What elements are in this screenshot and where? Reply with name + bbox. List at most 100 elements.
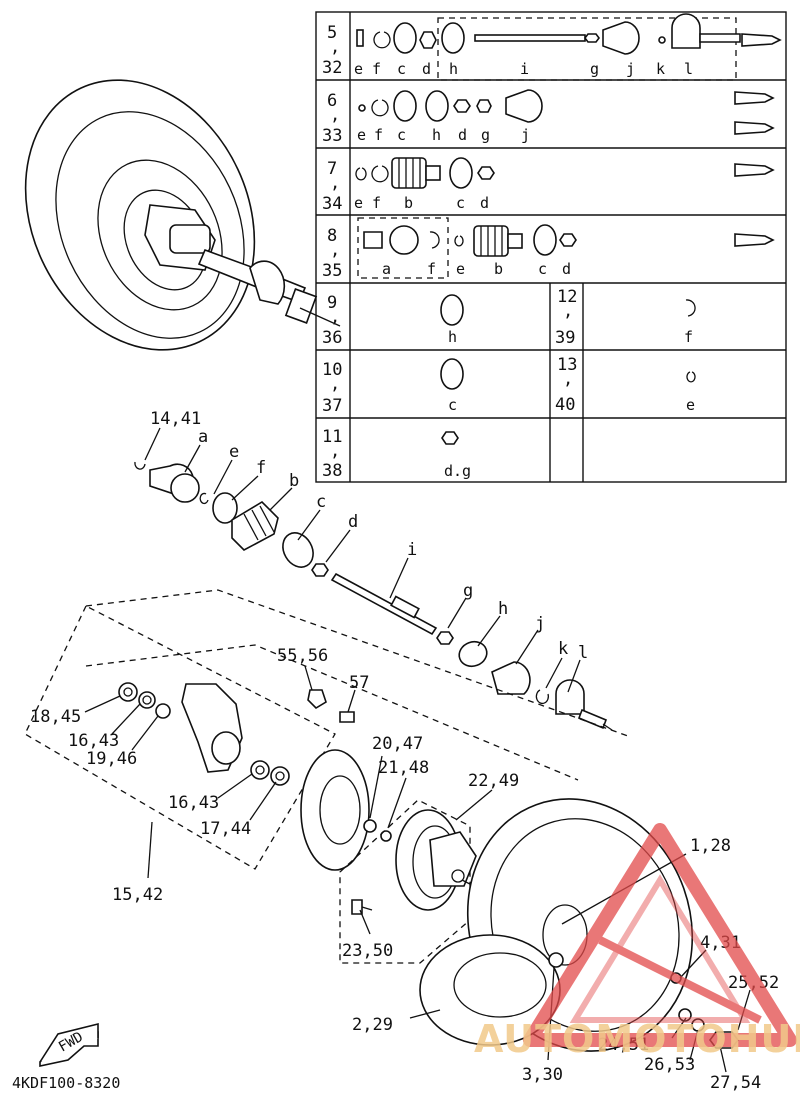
kit-reference-table: 5 , 32 e f c d h i g j k l 6 , 33 [315, 11, 787, 483]
callout-label: 27,54 [710, 1073, 761, 1093]
kit-number: , [330, 37, 340, 57]
part-letter: k [656, 60, 665, 78]
callout-label: 1,28 [690, 836, 731, 856]
part-letter: c [448, 396, 457, 414]
callout-label: d [348, 512, 358, 532]
part-letter: b [494, 260, 503, 278]
kit-number: 37 [322, 396, 342, 416]
part-letter: d [422, 60, 431, 78]
callout-label: h [498, 599, 508, 619]
kit-number: 12 [557, 287, 577, 307]
kit-number: , [330, 105, 340, 125]
part-letter: d [458, 126, 467, 144]
callout-label: g [463, 581, 473, 601]
part-letter: c [538, 260, 547, 278]
part-letter: b [404, 194, 413, 212]
callout-label: c [316, 492, 326, 512]
part-letter: f [427, 260, 436, 278]
kit-number: 40 [555, 395, 575, 415]
part-letter: e [456, 260, 465, 278]
kit-number: 39 [555, 328, 575, 348]
kit-number: 8 [327, 226, 337, 246]
callout-label: 15,42 [112, 885, 163, 905]
kit-number: 9 [327, 293, 337, 313]
cv-joint-parts-illustration [134, 461, 613, 731]
callout-label: 3,30 [522, 1065, 563, 1085]
callout-label: 57 [349, 673, 369, 693]
callout-label: 17,44 [200, 819, 251, 839]
kit-number: , [330, 441, 340, 461]
callout-label: b [289, 471, 299, 491]
callout-label: 16,43 [168, 793, 219, 813]
kit-number: 7 [327, 159, 337, 179]
callout-labels: 14,41 a e f b c d i g h j k l 55,56 57 1… [30, 409, 779, 1093]
kit-number: 10 [322, 360, 342, 380]
part-letter: g [590, 60, 599, 78]
part-letter: d.g [444, 462, 471, 480]
kit-number: , [330, 307, 340, 327]
part-letter: e [354, 60, 363, 78]
fwd-arrow: FWD [39, 1022, 99, 1067]
part-letter: h [449, 60, 458, 78]
part-letter: i [520, 60, 529, 78]
part-letter: h [432, 126, 441, 144]
callout-label: 20,47 [372, 734, 423, 754]
callout-label: 18,45 [30, 707, 81, 727]
callout-label: 16,43 [68, 731, 119, 751]
wheel-assembly-illustration [24, 79, 341, 351]
kit-number: 6 [327, 91, 337, 111]
kit-number: , [330, 240, 340, 260]
knuckle-assembly-illustration [24, 589, 629, 870]
part-letter: d [480, 194, 489, 212]
callout-label: k [558, 639, 568, 659]
kit-number: , [330, 173, 340, 193]
part-letter: e [686, 396, 695, 414]
part-letter: c [397, 126, 406, 144]
watermark-logo [523, 823, 797, 1047]
callout-label: 14,41 [150, 409, 201, 429]
part-letter: f [374, 126, 383, 144]
callout-label: i [407, 540, 417, 560]
part-letter: e [357, 126, 366, 144]
part-letter: d [562, 260, 571, 278]
part-letter: g [481, 126, 490, 144]
part-letter: c [397, 60, 406, 78]
callout-label: 21,48 [378, 758, 429, 778]
part-letter: j [626, 60, 635, 78]
kit-number: , [563, 369, 573, 389]
part-letter: f [372, 194, 381, 212]
part-letter: h [448, 328, 457, 346]
callout-label: 26,53 [644, 1055, 695, 1075]
callout-label: j [535, 614, 545, 634]
callout-label: 22,49 [468, 771, 519, 791]
part-letter: l [684, 60, 693, 78]
part-letter: c [456, 194, 465, 212]
part-letter: f [684, 328, 693, 346]
kit-number: 5 [327, 23, 337, 43]
part-letter: e [354, 194, 363, 212]
kit-number: 13 [557, 355, 577, 375]
callout-label: 19,46 [86, 749, 137, 769]
callout-label: l [578, 643, 588, 663]
kit-number: 38 [322, 461, 342, 481]
callout-label: 55,56 [277, 646, 328, 666]
callout-label: e [229, 442, 239, 462]
kit-number: 34 [322, 194, 342, 214]
callout-label: 23,50 [342, 941, 393, 961]
kit-number: 35 [322, 261, 342, 281]
part-letter: a [382, 260, 391, 278]
kit-number: 32 [322, 58, 342, 78]
kit-number: , [563, 301, 573, 321]
callout-label: a [198, 427, 208, 447]
kit-number: 11 [322, 427, 342, 447]
diagram-code: 4KDF100-8320 [12, 1074, 120, 1092]
watermark-text: AUTOMOTOHUB [474, 1017, 800, 1061]
part-letter: j [521, 126, 530, 144]
kit-number: , [330, 374, 340, 394]
kit-number: 33 [322, 126, 342, 146]
brake-disc-and-hub-illustration [300, 749, 561, 964]
kit-number: 36 [322, 328, 342, 348]
callout-label: f [256, 458, 266, 478]
callout-label: 2,29 [352, 1015, 393, 1035]
